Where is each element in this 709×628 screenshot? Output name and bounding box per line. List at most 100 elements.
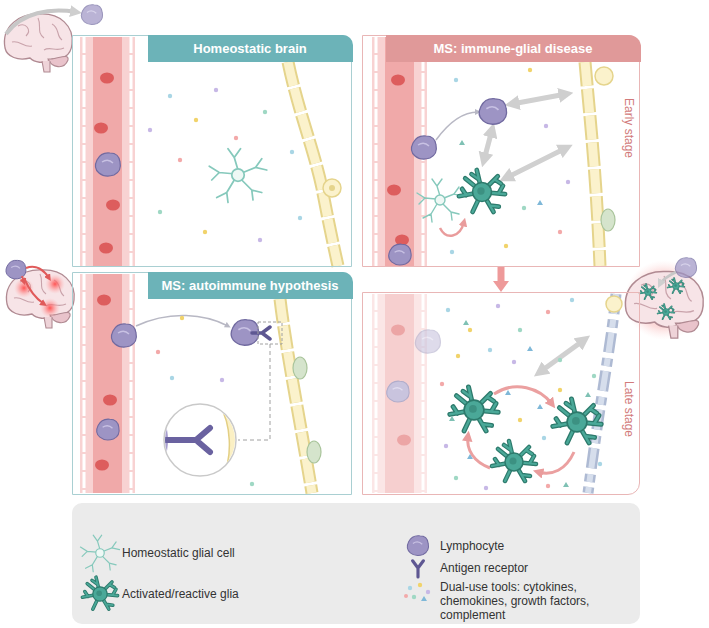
myelinated-axon bbox=[307, 441, 321, 463]
interaction-arrows bbox=[436, 94, 566, 236]
dual-use-tools bbox=[148, 128, 152, 132]
dual-use-tools bbox=[449, 416, 455, 421]
dual-use-tools bbox=[505, 390, 511, 395]
blood-vessel bbox=[83, 37, 86, 266]
blood-vessel bbox=[106, 200, 120, 211]
legend-icon bbox=[426, 590, 430, 594]
antigen-receptor bbox=[252, 327, 270, 339]
interaction-arrows bbox=[468, 436, 490, 468]
dual-use-tools bbox=[598, 462, 602, 466]
dual-use-tools bbox=[546, 310, 550, 314]
homeostatic-glia bbox=[417, 179, 463, 222]
panel: MS: autoimmune hypothesis bbox=[72, 272, 352, 495]
dual-use-tools bbox=[456, 354, 460, 358]
myelinated-axon bbox=[329, 185, 335, 191]
dual-use-tools bbox=[504, 244, 508, 248]
myelinated-axon bbox=[585, 62, 600, 266]
dual-use-tools bbox=[566, 180, 570, 184]
myelinated-axon bbox=[293, 357, 307, 379]
blood-vessel bbox=[99, 243, 113, 254]
dual-use-tools bbox=[467, 454, 473, 459]
blood-vessel bbox=[93, 37, 122, 266]
interaction-arrows bbox=[440, 222, 464, 236]
activated-glia bbox=[553, 399, 601, 443]
interaction-arrows bbox=[540, 340, 584, 372]
dual-use-tools bbox=[544, 124, 548, 128]
blood-vessel bbox=[415, 330, 440, 353]
dual-use-tools bbox=[468, 328, 472, 332]
zoom-callout bbox=[140, 322, 282, 480]
dual-use-tools bbox=[444, 444, 448, 448]
legend-text: Lymphocyte bbox=[440, 539, 630, 553]
dual-use-tools bbox=[496, 304, 500, 308]
arrow-head bbox=[493, 281, 509, 292]
dual-use-tools bbox=[156, 316, 254, 486]
legend-icon bbox=[404, 594, 408, 598]
legend-text: Activated/reactive glia bbox=[122, 587, 342, 601]
interaction-arrows bbox=[512, 94, 566, 104]
panel: MS: immune-glial diseaseEarly stage bbox=[362, 35, 640, 267]
myelinated-axon bbox=[288, 62, 338, 266]
blood-vessel bbox=[375, 37, 378, 266]
dual-use-tools bbox=[298, 216, 302, 220]
myelinated-axon bbox=[288, 62, 338, 266]
damaged-axon bbox=[588, 294, 622, 493]
blood-vessel bbox=[95, 153, 120, 176]
blood-vessel bbox=[100, 73, 114, 84]
legend-text: Homeostatic glial cell bbox=[122, 546, 342, 560]
blood-vessel bbox=[372, 294, 427, 493]
brain-icon bbox=[6, 11, 76, 34]
myelinated-axon bbox=[280, 299, 312, 493]
brain-icon bbox=[660, 272, 676, 284]
blood-vessel bbox=[372, 294, 440, 493]
dual-use-tools bbox=[446, 308, 450, 312]
blood-vessel bbox=[389, 244, 412, 265]
myelinated-axon bbox=[601, 209, 615, 231]
damaged-axon bbox=[606, 296, 622, 312]
brain-icon bbox=[624, 258, 704, 340]
dual-use-tools bbox=[522, 206, 526, 210]
blood-vessel bbox=[422, 294, 425, 493]
dual-use-tools bbox=[527, 346, 533, 351]
blood-vessel bbox=[387, 381, 410, 402]
dual-use-tools bbox=[454, 476, 458, 480]
blood-vessel bbox=[94, 123, 108, 134]
activated-glia bbox=[492, 441, 536, 481]
arrow-shaft bbox=[498, 267, 505, 282]
blood-vessel bbox=[411, 136, 436, 159]
legend-icon bbox=[412, 595, 416, 599]
dual-use-tools bbox=[558, 358, 562, 362]
dual-use-tools bbox=[459, 140, 465, 145]
blood-vessel bbox=[93, 274, 122, 493]
legend-box bbox=[72, 503, 640, 624]
dual-use-tools bbox=[563, 482, 569, 487]
blood-vessel bbox=[95, 460, 109, 471]
legend-icon bbox=[418, 583, 422, 587]
brain-icon bbox=[81, 5, 102, 25]
brain-icon bbox=[625, 271, 703, 338]
blood-vessel bbox=[372, 37, 436, 266]
brain-icon bbox=[668, 278, 685, 293]
blood-vessel bbox=[391, 325, 405, 336]
migration-arrow bbox=[136, 315, 228, 326]
dual-use-tools bbox=[558, 388, 562, 392]
damaged-axon bbox=[588, 294, 616, 493]
blood-vessel bbox=[103, 395, 117, 406]
dual-use-tools bbox=[450, 68, 570, 254]
dual-use-tools bbox=[220, 378, 224, 382]
dual-use-tools bbox=[203, 230, 207, 234]
panel-title: MS: immune-glial disease bbox=[386, 35, 641, 62]
brain-icon bbox=[40, 298, 60, 318]
brain-icon bbox=[675, 258, 696, 278]
dual-use-tools bbox=[258, 238, 262, 242]
activated-glia bbox=[450, 387, 498, 431]
interaction-arrows bbox=[436, 112, 478, 140]
blood-vessel bbox=[80, 274, 135, 493]
dual-use-tools bbox=[178, 158, 182, 162]
brain-icon bbox=[640, 284, 657, 299]
blood-vessel bbox=[385, 294, 414, 493]
legend-icon bbox=[82, 577, 117, 609]
dual-use-tools bbox=[290, 150, 294, 154]
